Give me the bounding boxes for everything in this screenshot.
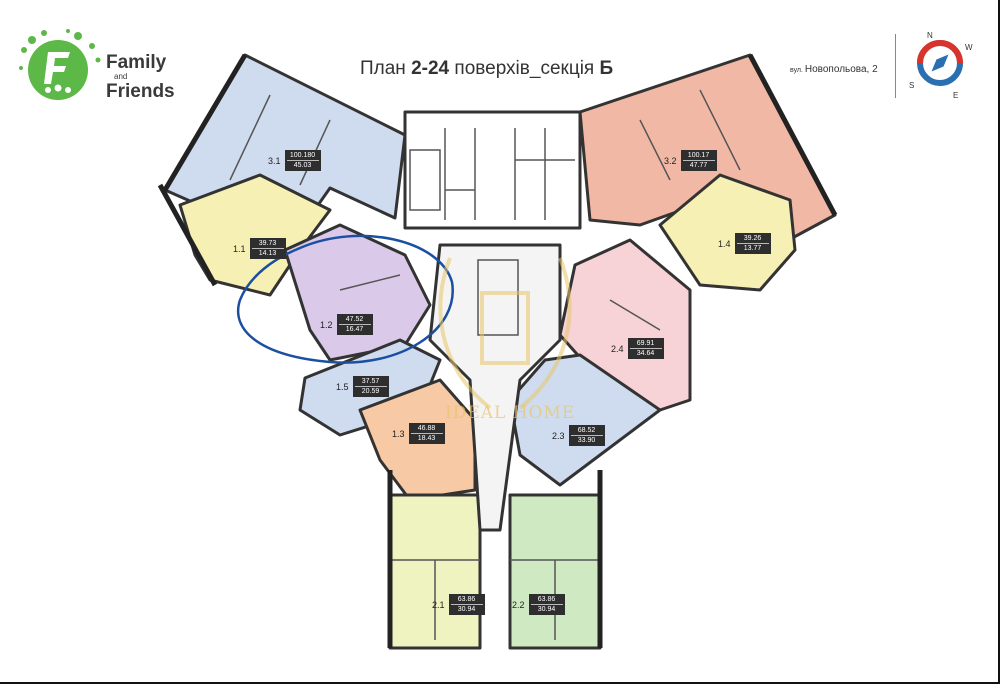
unit-living: 16.47 bbox=[345, 326, 364, 333]
unit-id: 3.2 bbox=[664, 155, 677, 166]
unit-area: 47.52 bbox=[338, 315, 371, 325]
unit-area: 46.88 bbox=[410, 424, 443, 434]
compass-w: W bbox=[965, 43, 973, 52]
watermark-emblem-icon bbox=[438, 257, 572, 410]
title-floors: 2-24 bbox=[411, 58, 450, 79]
unit-id: 1.4 bbox=[718, 238, 731, 249]
address: вул. Новопольова, 2 bbox=[790, 64, 878, 75]
unit-living: 18.43 bbox=[417, 435, 436, 442]
unit-id: 2.4 bbox=[611, 343, 624, 354]
unit-area: 63.86 bbox=[530, 595, 563, 605]
apartment-1-2-area bbox=[283, 223, 432, 362]
unit-living: 47.77 bbox=[689, 162, 708, 169]
unit-living: 14.13 bbox=[258, 250, 277, 257]
unit-living: 13.77 bbox=[743, 245, 762, 252]
unit-id: 1.3 bbox=[392, 428, 405, 439]
unit-living: 45.03 bbox=[293, 162, 312, 169]
unit-area: 100.17 bbox=[682, 151, 715, 161]
unit-living: 34.64 bbox=[636, 350, 655, 357]
unit-id: 3.1 bbox=[268, 155, 281, 166]
compass-s: S bbox=[909, 81, 914, 90]
unit-id: 1.5 bbox=[336, 381, 349, 392]
unit-area: 63.86 bbox=[450, 595, 483, 605]
logo-line-family: Family bbox=[106, 52, 167, 73]
unit-area: 37.57 bbox=[354, 377, 387, 387]
title-section: Б bbox=[599, 58, 614, 79]
unit-area: 100.180 bbox=[286, 151, 319, 161]
unit-area: 39.26 bbox=[736, 234, 769, 244]
unit-area: 39.73 bbox=[251, 239, 284, 249]
unit-id: 1.1 bbox=[233, 243, 246, 254]
unit-living: 30.94 bbox=[457, 606, 476, 613]
unit-id: 2.2 bbox=[512, 599, 525, 610]
unit-id: 1.2 bbox=[320, 319, 333, 330]
family-friends-logo: Family and Friends bbox=[18, 28, 188, 108]
title-prefix: План bbox=[360, 58, 412, 79]
address-prefix: вул. bbox=[790, 67, 805, 74]
compass-icon: N W S E bbox=[909, 31, 973, 98]
address-street: Новопольова, 2 bbox=[804, 64, 878, 75]
unit-id: 2.1 bbox=[432, 599, 445, 610]
divider bbox=[895, 34, 896, 98]
core-area bbox=[403, 110, 582, 230]
compass-n: N bbox=[927, 31, 933, 40]
unit-living: 33.90 bbox=[577, 437, 596, 444]
apartment-1-1-area bbox=[178, 173, 332, 297]
title-middle: поверхів_секція bbox=[449, 58, 600, 79]
highlight-circle bbox=[237, 234, 454, 364]
logo-emblem-icon bbox=[19, 29, 101, 100]
logo-text: Family and Friends bbox=[106, 53, 175, 101]
plan-title: План 2-24 поверхів_секція Б bbox=[360, 58, 613, 80]
logo-line-friends: Friends bbox=[106, 81, 175, 102]
unit-id: 2.3 bbox=[552, 430, 565, 441]
watermark-text: IDEAL HOME bbox=[445, 403, 576, 423]
unit-area: 68.52 bbox=[570, 426, 603, 436]
apartment-1-4-area bbox=[658, 173, 797, 292]
unit-area: 69.91 bbox=[629, 339, 662, 349]
logo-line-and: and bbox=[114, 72, 128, 81]
unit-living: 20.59 bbox=[361, 388, 380, 395]
compass-e: E bbox=[953, 91, 958, 98]
unit-living: 30.94 bbox=[537, 606, 556, 613]
